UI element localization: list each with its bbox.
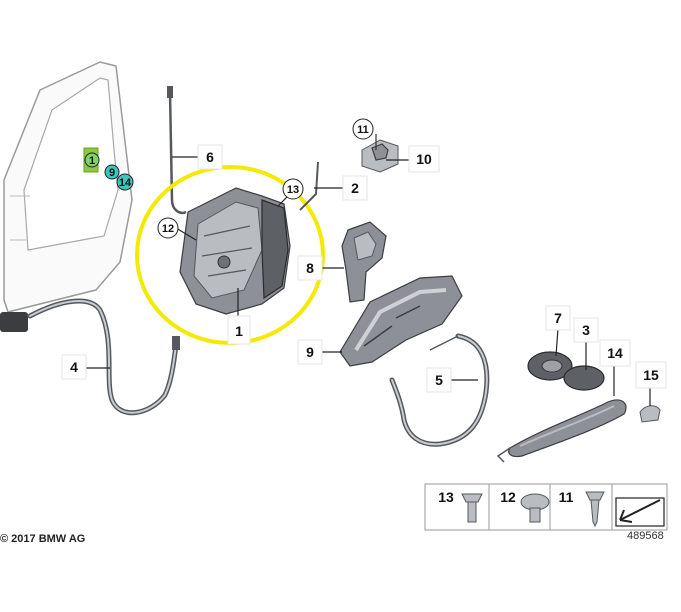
screw-12-shank-icon bbox=[529, 507, 541, 523]
copyright-text: © 2017 BMW AG bbox=[0, 533, 86, 545]
screw-11-head-icon bbox=[585, 491, 605, 501]
callout-4-box bbox=[61, 354, 87, 380]
callout-6: 6 bbox=[206, 149, 214, 165]
diagram-number: 489568 bbox=[627, 530, 664, 542]
door-marker-circle-14 bbox=[116, 173, 134, 191]
legend-label-13: 13 bbox=[438, 489, 454, 505]
direction-arrow-icon bbox=[619, 499, 661, 523]
screw-13-head-icon bbox=[461, 493, 483, 503]
door-lock-actuator-1 bbox=[179, 187, 291, 315]
callout-7: 7 bbox=[554, 310, 562, 326]
door-marker-14: 14 bbox=[119, 177, 132, 189]
striker-plate-10 bbox=[361, 134, 399, 173]
callout-6-box bbox=[197, 144, 223, 170]
screw-11-shank-icon bbox=[590, 499, 600, 528]
view-indicator-frame bbox=[615, 497, 665, 527]
callout-3: 3 bbox=[582, 322, 590, 338]
callout-12-circle bbox=[157, 217, 179, 239]
door-frame-illustration bbox=[0, 61, 133, 332]
door-marker-circle-1 bbox=[84, 152, 100, 168]
callout-8: 8 bbox=[306, 260, 314, 276]
legend-label-11: 11 bbox=[559, 489, 574, 505]
door-marker-9: 9 bbox=[109, 167, 115, 179]
callout-11: 11 bbox=[357, 124, 369, 136]
callout-12: 12 bbox=[162, 223, 174, 235]
screw-13-shank-icon bbox=[467, 501, 477, 523]
callout-4: 4 bbox=[70, 359, 78, 375]
bowden-cable-5 bbox=[389, 333, 490, 447]
callout-1-box bbox=[227, 315, 251, 345]
callout-13-circle bbox=[282, 178, 304, 200]
callout-5: 5 bbox=[435, 372, 443, 388]
door-marker-1: 1 bbox=[89, 155, 95, 167]
callout-8-box bbox=[297, 255, 323, 281]
callout-3-box bbox=[573, 317, 599, 343]
callout-14: 14 bbox=[607, 345, 623, 361]
callout-5-box bbox=[426, 367, 452, 393]
fastener-legend: 13 12 11 bbox=[424, 483, 668, 531]
bracket-8 bbox=[341, 221, 387, 303]
handle-carrier-9 bbox=[339, 275, 463, 367]
callout-11-circle bbox=[352, 118, 374, 140]
callout-2-box bbox=[342, 175, 368, 201]
callout-7-box bbox=[545, 305, 571, 331]
bowden-cable-4 bbox=[27, 298, 180, 416]
cable-end-fitting bbox=[172, 336, 180, 350]
rod-2 bbox=[299, 161, 319, 211]
legend-label-12: 12 bbox=[500, 489, 516, 505]
callout-10: 10 bbox=[416, 151, 432, 167]
callout-9-box bbox=[297, 339, 323, 365]
callout-2: 2 bbox=[351, 180, 359, 196]
callout-9: 9 bbox=[306, 344, 314, 360]
callout-10-box bbox=[408, 145, 440, 173]
door-marker-circle-9 bbox=[104, 164, 120, 180]
cover-3 bbox=[563, 365, 605, 391]
callout-1: 1 bbox=[235, 323, 243, 339]
leader-lines bbox=[84, 156, 651, 406]
callout-15: 15 bbox=[643, 367, 659, 383]
door-handle-bracket-icon bbox=[0, 312, 28, 332]
outer-door-handle-14 bbox=[496, 399, 627, 463]
cap-15 bbox=[639, 405, 661, 423]
callout-15-box bbox=[635, 361, 667, 389]
callout-13: 13 bbox=[287, 184, 299, 196]
callout-14-box bbox=[599, 339, 631, 367]
rod-6 bbox=[167, 86, 187, 215]
